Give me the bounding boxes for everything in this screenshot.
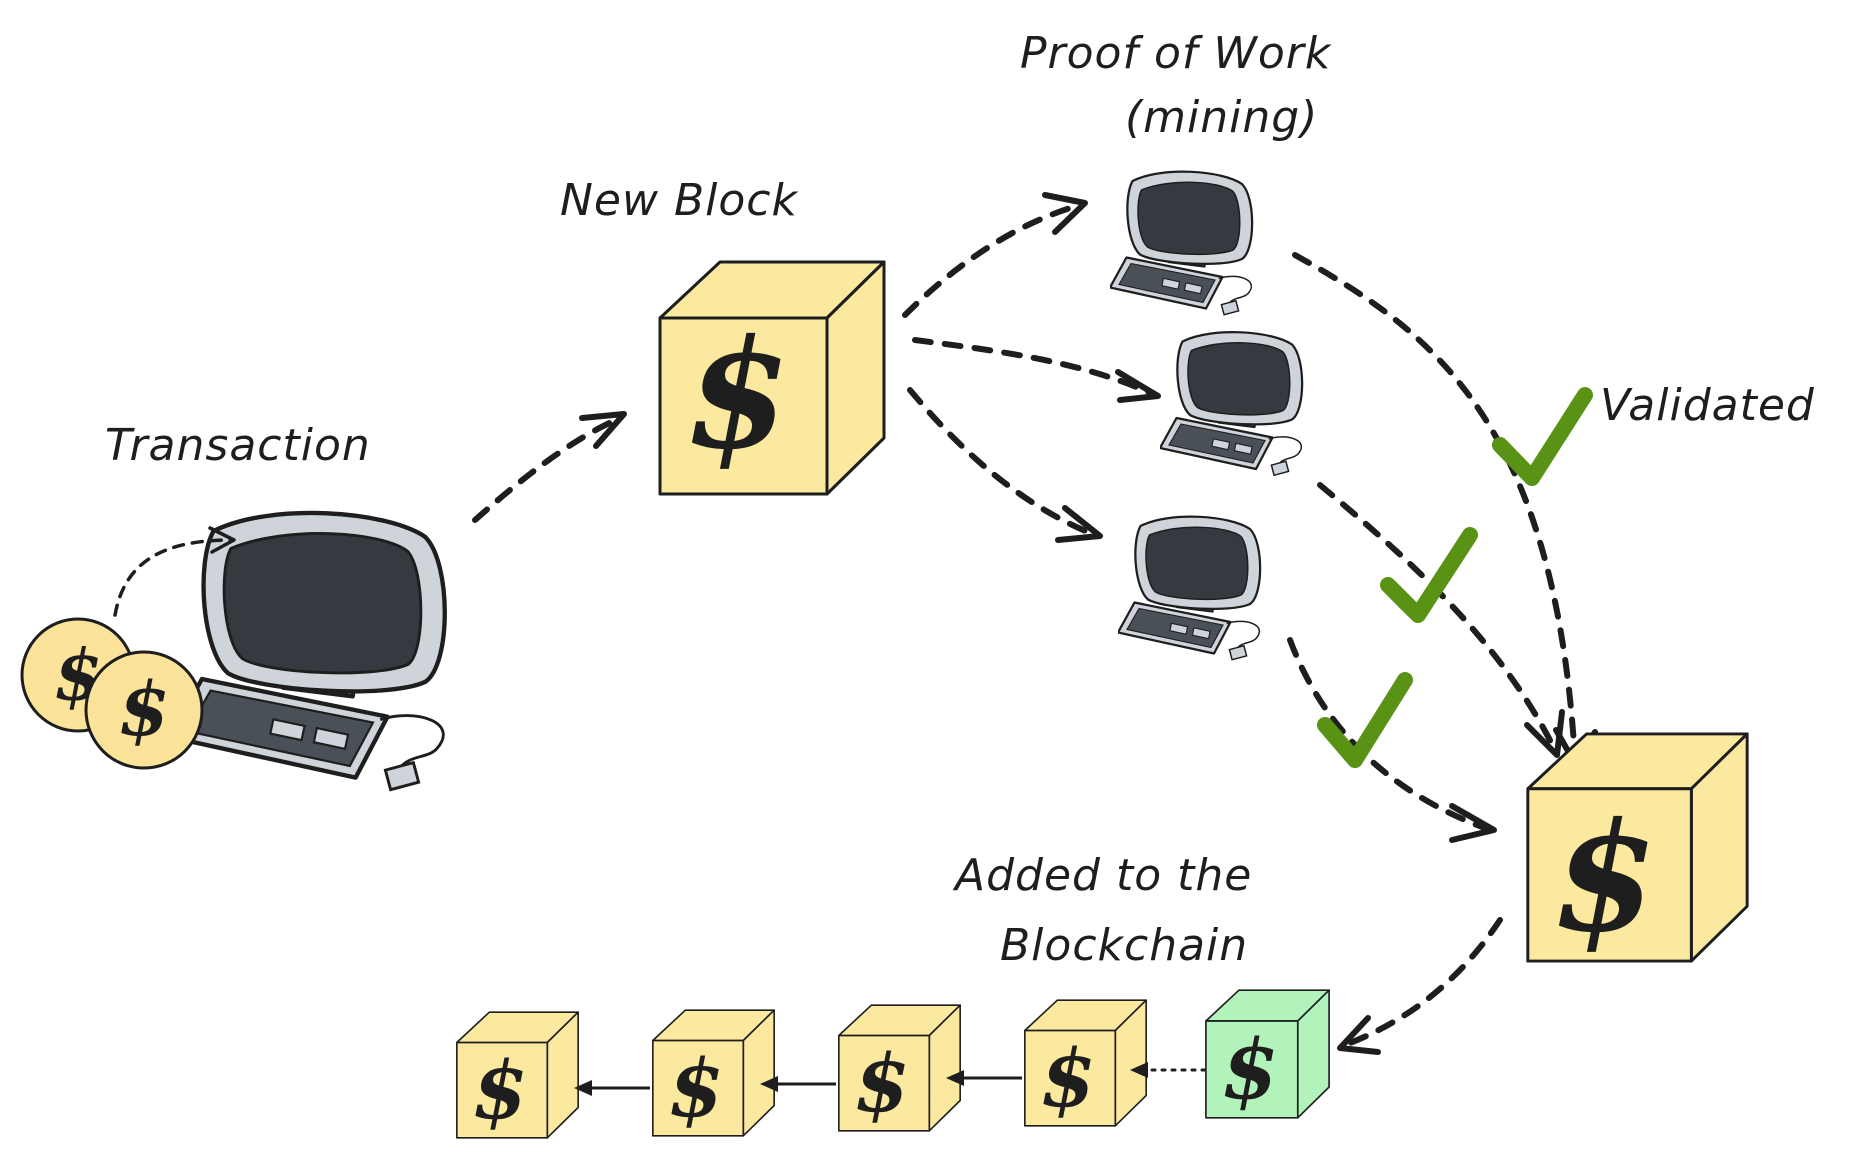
chain-link-arrow [574,1080,650,1096]
arrow-block-to-miner-2 [912,337,1161,403]
svg-text:$: $ [1553,790,1657,966]
chain-link-arrow [946,1070,1022,1086]
checkmark-icon [1317,672,1413,768]
arrow-miner-1-to-validated-block [1292,252,1598,768]
computer-icon [1110,170,1254,316]
block-cube-icon: $ [658,260,886,496]
label-blockchain: Blockchain [1000,920,1248,971]
coin-to-computer-arrow [113,526,236,617]
label-validated: Validated [1600,380,1815,431]
arrow-block-to-miner-3 [907,387,1103,543]
svg-text:$: $ [118,667,170,753]
chain-link-arrow [760,1076,836,1092]
chain-block: $ [837,1004,962,1132]
label-transaction: Transaction [105,420,371,471]
label-mining: (mining) [1125,92,1318,143]
chain-block-green: $ [1205,989,1330,1119]
arrow-miner-2-to-validated-block [1317,482,1565,758]
validated-block-cube-icon: $ [1526,732,1749,966]
svg-text:$: $ [686,307,790,483]
arrow-block-to-miner-1 [902,192,1088,318]
arrow-transaction-to-block [472,411,627,523]
coin-icon: $ [84,650,204,770]
chain-link-arrow [1130,1062,1207,1078]
label-added-to-the: Added to the [952,850,1252,901]
computer-icon [1118,515,1262,661]
chain-block: $ [651,1009,776,1137]
svg-text:$: $ [1040,1031,1096,1125]
computer-icon [170,513,445,790]
chain-block: $ [1023,999,1148,1127]
svg-text:$: $ [854,1036,910,1130]
label-new-block: New Block [560,175,798,226]
checkmark-icon [1380,527,1478,623]
label-proof-of-work: Proof of Work [1020,28,1332,79]
computer-icon [1160,330,1304,477]
svg-text:$: $ [1221,1022,1278,1118]
coin-icon: $ [20,617,136,733]
chain-block: $ [455,1011,580,1139]
svg-text:$: $ [668,1041,724,1135]
svg-text:$: $ [472,1043,528,1137]
arrow-validated-to-chain [1337,917,1503,1055]
arrow-miner-3-to-validated-block [1287,637,1497,843]
checkmark-icon [1492,387,1593,486]
